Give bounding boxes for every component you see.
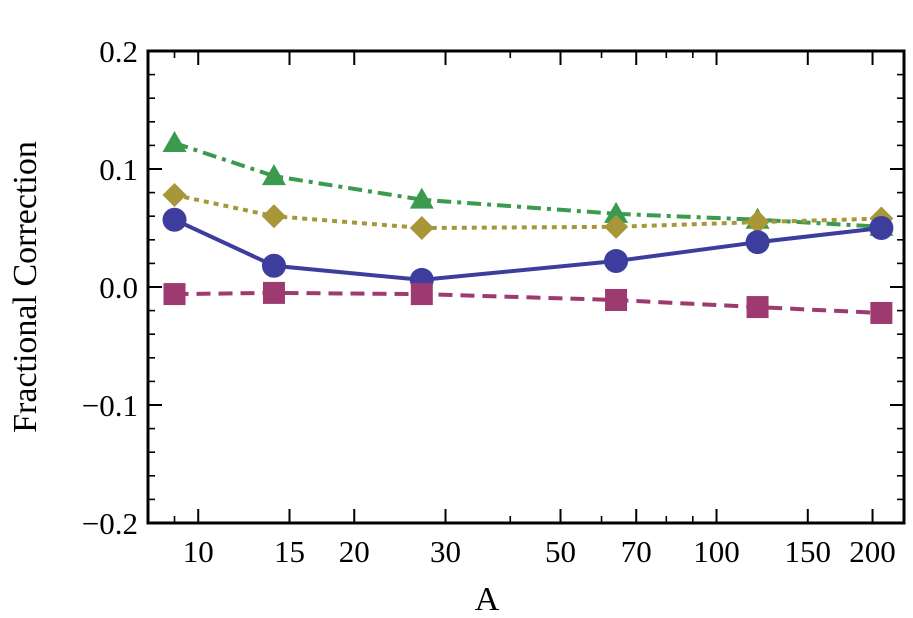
data-point-square: [163, 283, 186, 306]
data-point-circle: [162, 207, 187, 232]
data-point-square: [746, 296, 769, 319]
x-tick-label: 30: [430, 534, 461, 569]
data-point-square: [870, 301, 893, 324]
series-diamond: [162, 182, 894, 240]
y-axis-title: Fractional Correction: [7, 141, 44, 433]
x-tick-label: 70: [621, 534, 652, 569]
x-tick-label: 100: [693, 534, 740, 569]
series-line-circle: [173, 217, 882, 282]
data-point-diamond: [409, 216, 434, 240]
data-point-diamond: [162, 182, 187, 207]
data-point-circle: [869, 216, 894, 240]
data-point-square: [410, 283, 433, 306]
x-tick-label: 150: [785, 534, 832, 569]
series-square: [163, 281, 893, 324]
series-layer: [162, 131, 894, 324]
x-tick-label: 200: [849, 534, 896, 569]
data-point-triangle: [409, 187, 434, 209]
data-point-triangle: [604, 201, 629, 223]
data-point-diamond: [604, 214, 629, 239]
tick-layer: −0.2 −0.1 0.0 0.1 0.2 10 15 20 30 50 70 100 150 200: [82, 34, 904, 569]
data-point-diamond: [261, 204, 286, 229]
series-line-triangle: [173, 141, 882, 229]
y-tick-label: 0.1: [99, 152, 138, 187]
data-point-square: [605, 288, 628, 311]
data-point-diamond: [745, 210, 770, 235]
x-tick-label: 15: [274, 534, 305, 569]
plot-frame: [146, 49, 906, 525]
data-point-square: [262, 281, 285, 304]
data-point-circle: [604, 249, 629, 274]
series-line-diamond: [174, 193, 882, 231]
data-point-circle: [745, 230, 770, 255]
y-tick-label: 0.2: [99, 34, 138, 69]
y-tick-label: 0.0: [99, 270, 138, 305]
y-tick-label: −0.1: [82, 388, 138, 423]
data-point-triangle: [162, 131, 187, 153]
x-tick-label: 20: [339, 534, 370, 569]
x-tick-label: 50: [545, 534, 576, 569]
data-point-triangle: [261, 164, 286, 186]
x-axis-title: A: [475, 581, 500, 618]
x-tick-label: 10: [183, 534, 214, 569]
y-tick-label: −0.2: [82, 506, 138, 541]
series-line-square: [174, 290, 882, 315]
data-point-circle: [261, 253, 286, 278]
